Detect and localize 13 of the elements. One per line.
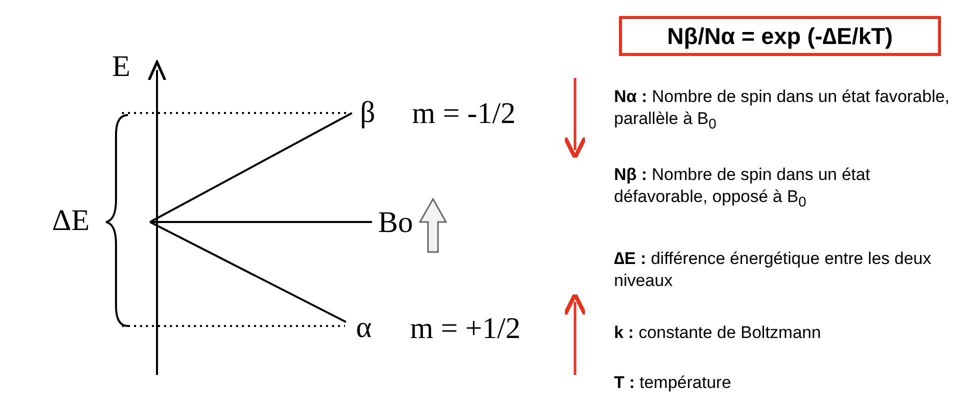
level-label: α: [356, 313, 372, 343]
quantum-number-label: m = -1/2: [412, 99, 516, 129]
formula-box: Nβ/Nα = exp (-∆E/kT): [619, 16, 941, 56]
quantum-number-label: m = +1/2: [410, 314, 521, 344]
axis-label: E: [112, 52, 130, 82]
energy-gap-label: ΔE: [52, 206, 90, 236]
definition-text: Nβ : Nombre de spin dans un état défavorable, opposé à B$_{0}$: [614, 164, 872, 212]
definition-text: ∆E : différence énergétique entre les deux niveaux: [614, 248, 932, 292]
level-label: β: [360, 98, 376, 128]
definition-text: Nα : Nombre de spin dans un état favorable, parallèle à B$_{0}$: [614, 86, 951, 134]
field-label: Bo: [378, 208, 414, 238]
definition-text: T : température: [614, 372, 732, 394]
definition-text: k : constante de Boltzmann: [614, 322, 822, 344]
